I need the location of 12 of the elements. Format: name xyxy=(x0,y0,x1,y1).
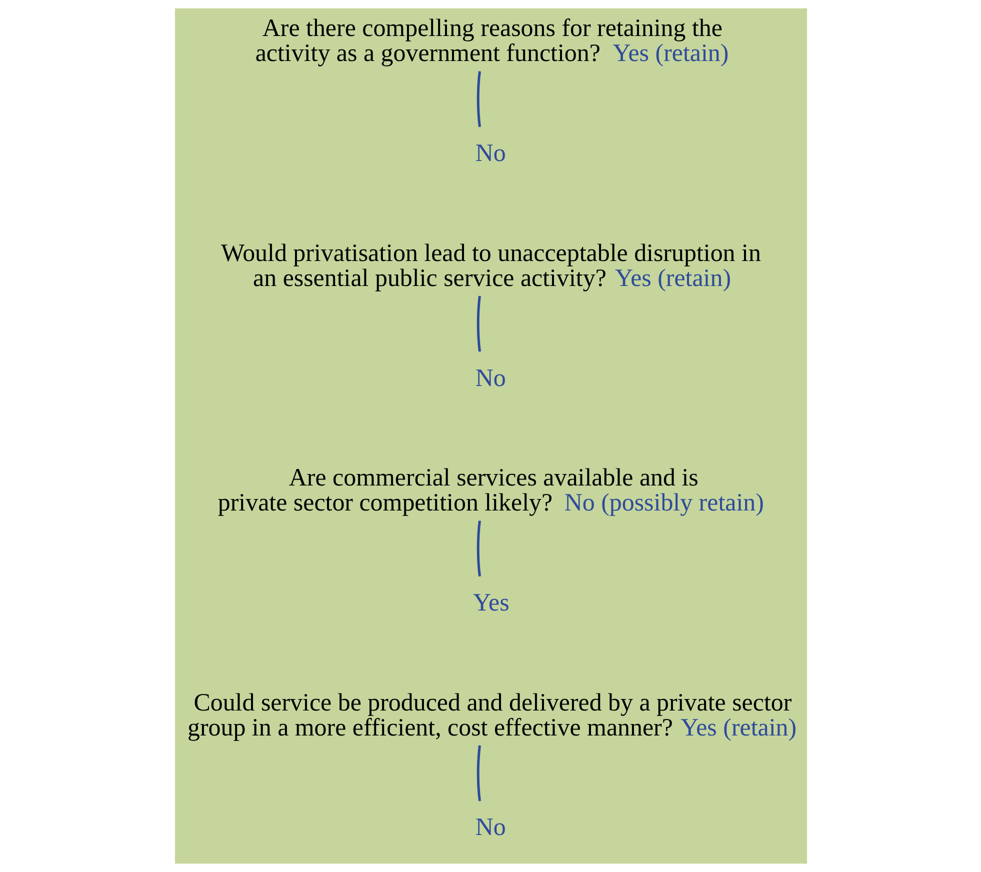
node-text: Would privatisation lead to unacceptable disruption in an essential public service activity? Yes (retain) xyxy=(220,240,760,292)
connector xyxy=(476,520,480,576)
node-text: No xyxy=(474,814,506,842)
node-text: No xyxy=(474,140,506,168)
node-text: Could service be produced and delivered by a private sector group in a more efficient, cost effective manner? Yes (retain) xyxy=(186,689,796,742)
connector xyxy=(476,296,480,352)
node-text: Yes xyxy=(472,589,509,616)
node-text: Are commercial services available and is private sector competition likely? No (possibly retain) xyxy=(217,464,764,517)
connector xyxy=(476,71,480,127)
connector xyxy=(476,745,480,802)
node-text: No xyxy=(474,364,506,392)
node-text: Are there compelling reasons for retaining the activity as a government function? Yes (retain) xyxy=(254,15,728,68)
